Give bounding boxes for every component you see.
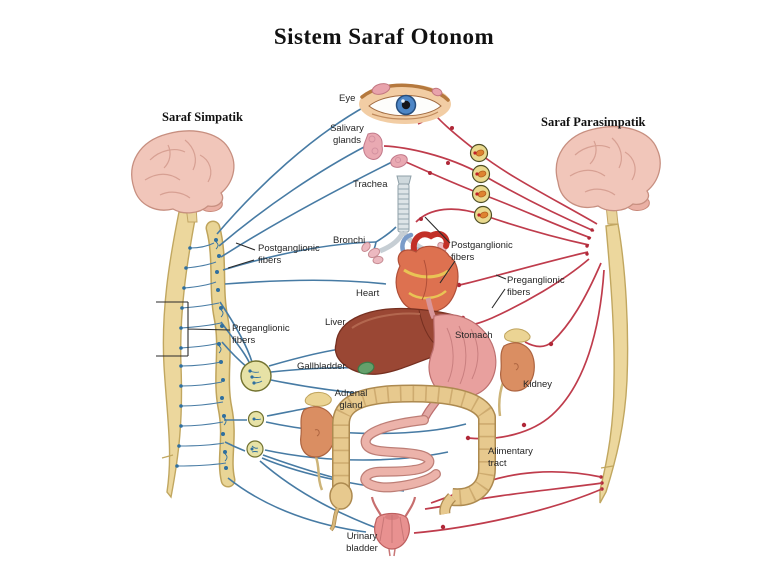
adrenal-gland-right: [504, 328, 531, 343]
bladder-illustration: [370, 496, 417, 557]
label-liver: Liver: [325, 317, 346, 328]
collateral-ganglia: [240, 360, 272, 458]
salivary-glands-illustration: [363, 132, 408, 168]
gallbladder-illustration: [357, 361, 375, 375]
sympathetic-ganglion-dots: [175, 238, 228, 470]
rectum: [440, 493, 456, 515]
heading-sympathetic: Saraf Simpatik: [162, 110, 243, 124]
label-trachea: Trachea: [353, 179, 388, 190]
small-intestine-illustration: [360, 415, 441, 493]
label-postganglionic-right: Postganglionic fibers: [451, 240, 513, 263]
parasympathetic-ganglia: [469, 143, 493, 225]
kidney-right-illustration: [498, 328, 535, 417]
label-postganglionic-left: Postganglionic fibers: [258, 243, 320, 266]
lacrimal-gland: [371, 83, 391, 95]
label-salivary-glands: Salivary glands: [330, 123, 364, 146]
label-heart: Heart: [356, 288, 380, 299]
page-title: Sistem Saraf Otonom: [273, 24, 495, 49]
label-kidney: Kidney: [523, 379, 553, 390]
adrenal-gland-left: [304, 391, 332, 407]
appendix: [330, 507, 340, 531]
label-preganglionic-left: Preganglionic fibers: [232, 323, 290, 346]
label-bronchi: Bronchi: [333, 235, 366, 246]
pupil: [401, 100, 411, 110]
label-stomach: Stomach: [455, 330, 493, 341]
label-adrenal-gland: Adrenal gland: [334, 388, 368, 411]
spinal-cord-left: [161, 211, 197, 499]
preganglionic-bracket: [156, 301, 231, 357]
trachea-illustration: [396, 175, 412, 233]
label-urinary-bladder: Urinary bladder: [346, 531, 378, 554]
cecum: [329, 482, 353, 510]
eyebrow: [360, 83, 450, 102]
label-eye: Eye: [339, 93, 356, 104]
brain-left-illustration: [131, 130, 235, 223]
brain-right-illustration: [555, 125, 661, 225]
colon-illustration: [329, 384, 496, 532]
heading-parasympathetic: Saraf Parasimpatik: [541, 115, 646, 129]
label-preganglionic-right: Preganglionic fibers: [507, 275, 565, 298]
spinal-cord-right: [599, 223, 629, 504]
eye-illustration: [359, 83, 451, 124]
adrenal-kidney-left-illustration: [300, 391, 336, 491]
label-alimentary-tract: Alimentary tract: [488, 446, 533, 469]
leader-lines: [156, 216, 507, 357]
label-gallbladder: Gallbladder: [297, 361, 346, 372]
